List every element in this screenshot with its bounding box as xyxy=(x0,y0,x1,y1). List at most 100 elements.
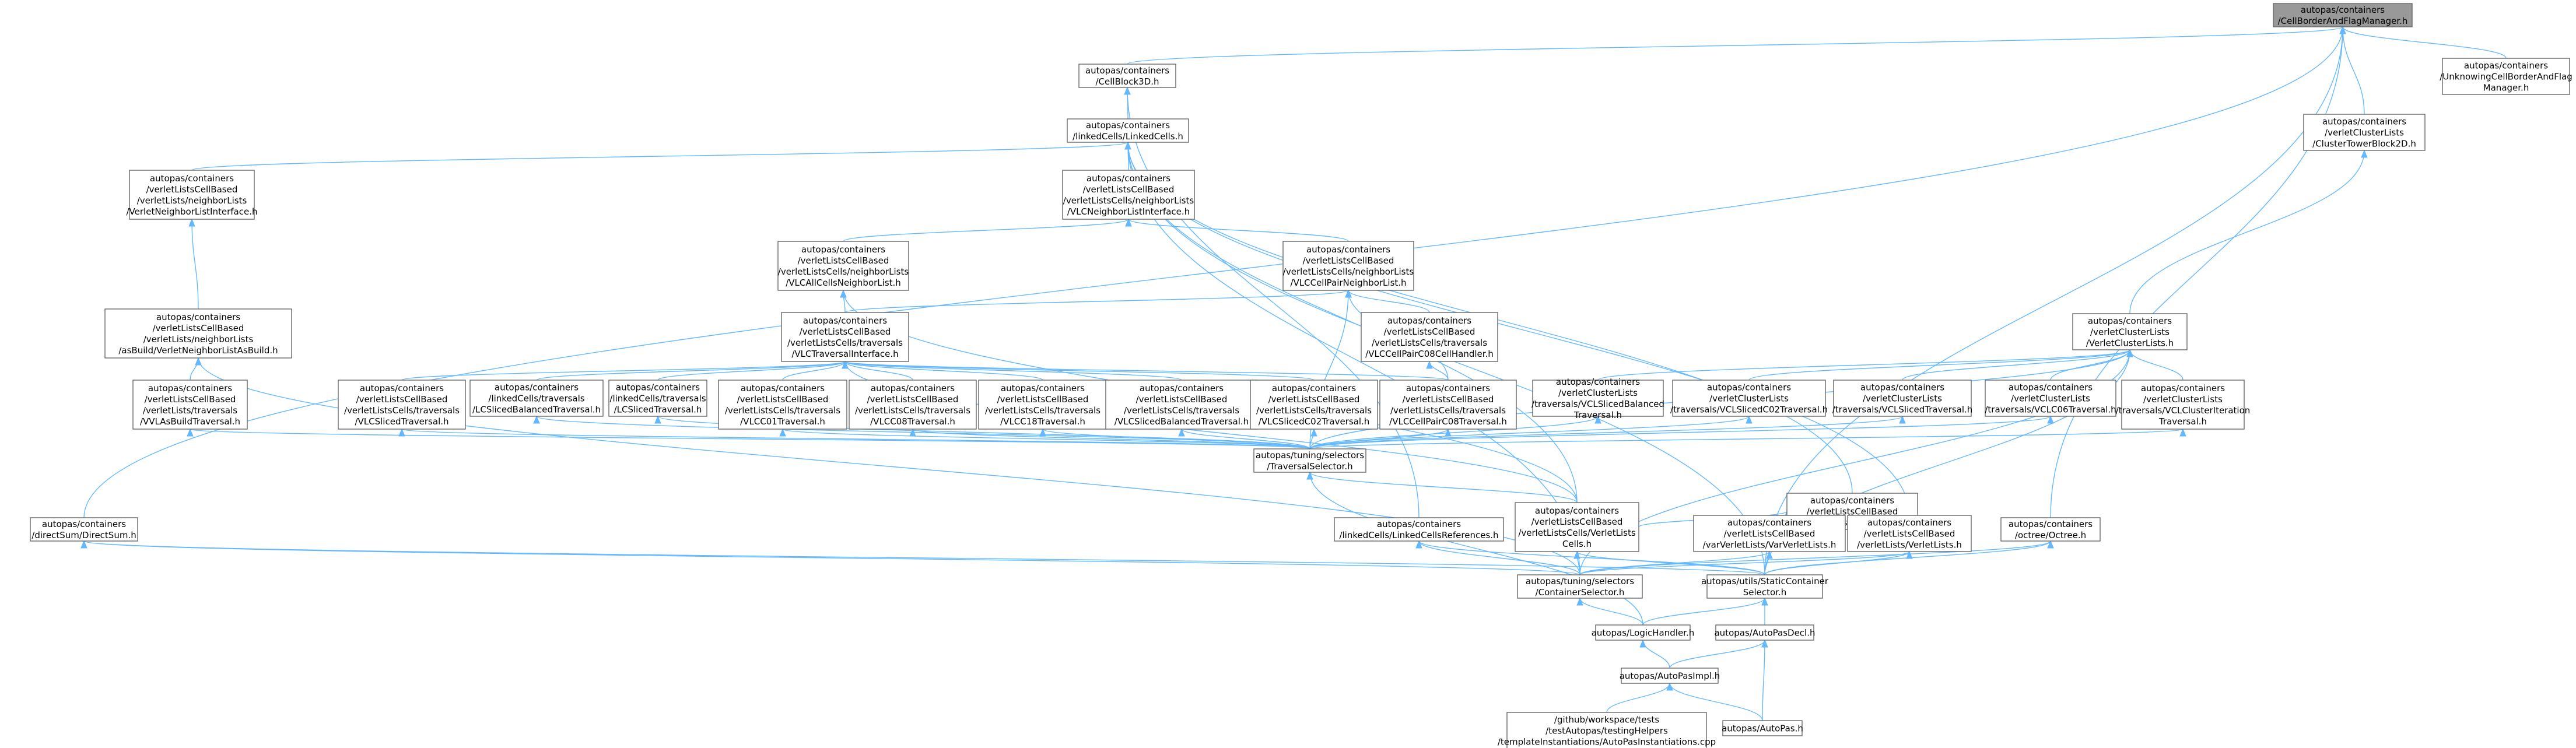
node-label-line: /VLCSlicedC02Traversal.h xyxy=(1259,416,1370,427)
graph-node-autopas[interactable]: autopas/AutoPas.h xyxy=(1722,720,1803,736)
dependency-edge xyxy=(1348,290,1430,313)
edge-arrowhead xyxy=(1594,415,1601,424)
graph-node-lcsliced[interactable]: autopas/containers/linkedCells/traversal… xyxy=(608,380,707,417)
node-label-line: /VLCCellPairC08Traversal.h xyxy=(1389,416,1507,427)
dependency-edge xyxy=(1579,551,1910,575)
graph-node-vlcc18[interactable]: autopas/containers/verletListsCellBased/… xyxy=(978,380,1107,430)
node-label-line: /LCSlicedBalancedTraversal.h xyxy=(472,404,601,415)
node-box xyxy=(2442,58,2570,95)
graph-node-vlcells[interactable]: autopas/containers/verletListsCellBased/… xyxy=(1515,502,1639,552)
edge-arrowhead xyxy=(1573,550,1580,559)
node-label-line: /CellBlock3D.h xyxy=(1095,76,1159,87)
node-box xyxy=(1334,517,1504,542)
graph-node-octree[interactable]: autopas/containers/octree/Octree.h xyxy=(2000,517,2101,542)
node-label-line: autopas/containers xyxy=(156,312,240,322)
graph-node-vlcslicedbal[interactable]: autopas/containers/verletListsCellBased/… xyxy=(1105,380,1258,430)
graph-node-lcrefs[interactable]: autopas/containers/linkedCells/LinkedCel… xyxy=(1334,517,1504,542)
dependency-edge xyxy=(1309,472,1578,503)
graph-node-varverlet[interactable]: autopas/containers/verletListsCellBased/… xyxy=(1693,515,1846,552)
node-label-line: autopas/AutoPasImpl.h xyxy=(1620,670,1720,681)
node-label-line: /verletListsCells/traversals xyxy=(787,338,903,348)
graph-nodes: autopas/containers/CellBorderAndFlagMana… xyxy=(30,3,2573,748)
graph-node-asbuild[interactable]: autopas/containers/verletListsCellBased/… xyxy=(104,308,292,359)
graph-node-vlcc01[interactable]: autopas/containers/verletListsCellBased/… xyxy=(718,380,847,430)
dependency-edge xyxy=(844,361,1043,381)
node-label-line: /verletLists/traversals xyxy=(143,405,237,416)
graph-node-unknowing[interactable]: autopas/containers/UnknowingCellBorderAn… xyxy=(2440,58,2573,95)
graph-node-vlcti[interactable]: autopas/containers/verletListsCellBased/… xyxy=(781,312,909,362)
graph-node-decl[interactable]: autopas/AutoPasDecl.h xyxy=(1714,624,1816,641)
node-box xyxy=(1672,380,1826,417)
node-label-line: autopas/containers xyxy=(1406,383,1490,394)
node-label-line: /verletListsCellBased xyxy=(356,394,448,405)
graph-node-templ[interactable]: /github/workspace/tests/testAutopas/test… xyxy=(1498,712,1716,748)
edge-arrowhead xyxy=(1310,428,1317,437)
node-label-line: /LCSlicedTraversal.h xyxy=(614,404,702,415)
graph-node-vclclusteriter[interactable]: autopas/containers/verletClusterLists/tr… xyxy=(2116,380,2251,430)
graph-node-vlcc08[interactable]: autopas/containers/verletListsCellBased/… xyxy=(849,380,977,430)
graph-node-lcslicedbal[interactable]: autopas/containers/linkedCells/traversal… xyxy=(469,380,604,417)
node-label-line: /verletClusterLists xyxy=(2011,393,2090,403)
node-label-line: /VLCNeighborListInterface.h xyxy=(1067,206,1190,217)
graph-node-impl[interactable]: autopas/AutoPasImpl.h xyxy=(1620,668,1720,684)
node-label-line: autopas/containers xyxy=(801,244,885,255)
node-label-line: /linkedCells/traversals xyxy=(609,393,706,403)
node-label-line: /ClusterTowerBlock2D.h xyxy=(2312,138,2416,149)
node-box xyxy=(2072,313,2188,350)
edge-arrowhead xyxy=(654,415,661,424)
graph-node-vclslicedbal[interactable]: autopas/containers/verletClusterLists/tr… xyxy=(1531,377,1664,420)
graph-node-verletnli[interactable]: autopas/containers/verletListsCellBased/… xyxy=(127,170,258,220)
edge-arrowhead xyxy=(188,218,195,227)
graph-node-directsum[interactable]: autopas/containers/directSum/DirectSum.h xyxy=(30,517,138,542)
node-label-line: autopas/containers xyxy=(871,383,955,394)
node-label-line: /verletListsCellBased xyxy=(1531,517,1623,527)
node-label-line: autopas/AutoPasDecl.h xyxy=(1714,627,1815,638)
graph-node-vlcnli[interactable]: autopas/containers/verletListsCellBased/… xyxy=(1062,170,1195,220)
graph-node-cont-selector[interactable]: autopas/tuning/selectors/ContainerSelect… xyxy=(1517,574,1643,599)
graph-node-vlclists[interactable]: autopas/containers/verletClusterLists/Ve… xyxy=(2072,313,2188,350)
edge-arrowhead xyxy=(2361,149,2368,158)
node-label-line: autopas/containers xyxy=(1727,517,1811,528)
dependency-edge xyxy=(1309,416,1599,449)
graph-node-verletlists[interactable]: autopas/containers/verletListsCellBased/… xyxy=(1847,515,1972,552)
graph-node-logic[interactable]: autopas/LogicHandler.h xyxy=(1592,624,1695,641)
graph-node-vclsliced[interactable]: autopas/containers/verletClusterLists/tr… xyxy=(1832,380,1973,417)
graph-node-cellblock3d[interactable]: autopas/containers/CellBlock3D.h xyxy=(1078,64,1176,88)
node-label-line: /verletListsCellBased xyxy=(1403,394,1494,405)
node-label-line: /traversals/VCLC06Traversal.h xyxy=(1985,404,2116,415)
node-box xyxy=(781,312,909,362)
graph-node-linkedcells[interactable]: autopas/containers/linkedCells/LinkedCel… xyxy=(1067,118,1189,143)
node-box xyxy=(1282,241,1414,291)
graph-node-vlccellpairc08[interactable]: autopas/containers/verletListsCellBased /… xyxy=(1379,380,1517,430)
dependency-edge xyxy=(191,142,1128,171)
node-label-line: /verletListsCells/traversals xyxy=(344,405,460,416)
graph-node-vlcslicedc02[interactable]: autopas/containers/verletListsCellBased/… xyxy=(1250,380,1378,430)
node-box xyxy=(849,380,977,430)
graph-node-vlcsliced[interactable]: autopas/containers/verletListsCellBased/… xyxy=(338,380,466,430)
edge-arrowhead xyxy=(398,428,405,437)
dependency-edge xyxy=(2050,26,2343,518)
graph-node-trav-selector[interactable]: autopas/tuning/selectors/TraversalSelect… xyxy=(1253,448,1366,473)
graph-node-vclslicedc02[interactable]: autopas/containers/verletClusterLists/tr… xyxy=(1670,380,1828,417)
graph-node-vclc06[interactable]: autopas/containers/verletClusterLists/tr… xyxy=(1985,380,2116,417)
edge-arrowhead xyxy=(1124,86,1131,95)
node-label-line: autopas/containers xyxy=(2322,116,2406,127)
node-box xyxy=(608,380,707,417)
dependency-edge xyxy=(2050,349,2130,381)
node-label-line: /verletLists/VerletLists.h xyxy=(1857,539,1962,550)
graph-node-clustertower[interactable]: autopas/containers/verletClusterLists/Cl… xyxy=(2303,114,2426,151)
node-box xyxy=(1078,64,1176,88)
graph-node-vlccellpair[interactable]: autopas/containers/verletListsCellBased/… xyxy=(1282,241,1414,291)
graph-node-vlasbuildtrav[interactable]: autopas/containers/verletListsCellBased/… xyxy=(132,380,248,430)
node-label-line: /linkedCells/traversals xyxy=(488,393,584,403)
graph-node-vlcallcells[interactable]: autopas/containers/verletListsCellBased/… xyxy=(777,241,909,291)
graph-node-root[interactable]: autopas/containers/CellBorderAndFlagMana… xyxy=(2273,3,2413,27)
dependency-edge xyxy=(657,361,846,381)
node-label-line: autopas/containers xyxy=(2301,5,2385,15)
node-label-line: /verletListsCells/neighborLists xyxy=(778,266,909,277)
graph-node-vlccellpairc08h[interactable]: autopas/containers/verletListsCellBased/… xyxy=(1361,312,1498,362)
node-label-line: /verletListsCellBased xyxy=(153,323,244,333)
node-label-line: /verletListsCells/traversals xyxy=(725,405,840,416)
dependency-edge xyxy=(1429,361,1449,381)
